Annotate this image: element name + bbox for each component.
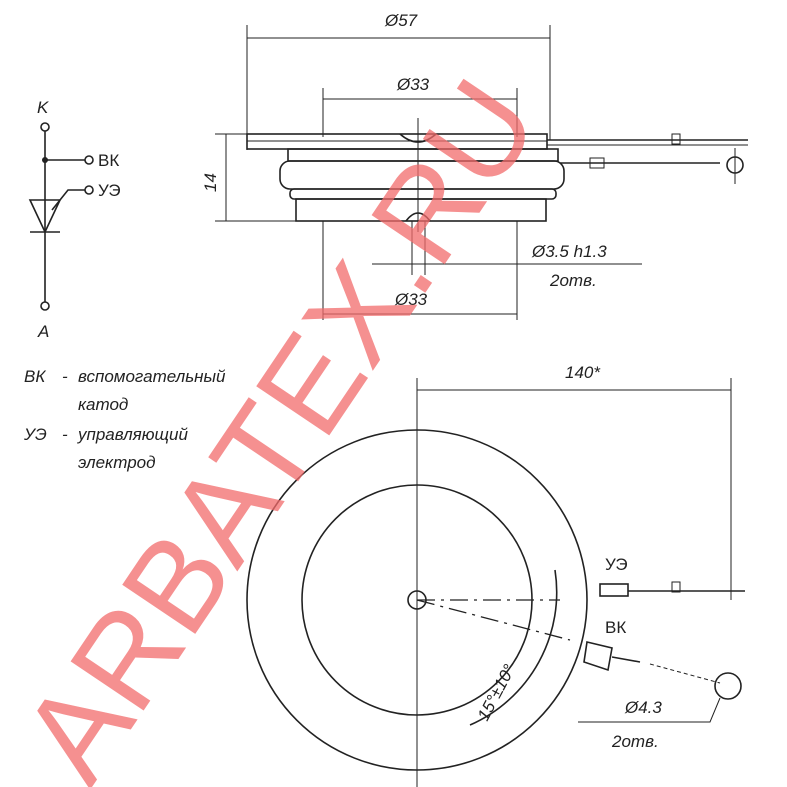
dim-height: 14 — [201, 173, 220, 192]
label-vk-top: ВК — [605, 618, 626, 637]
dim-top: Ø33 — [396, 75, 430, 94]
side-view: Ø57 Ø33 14 Ø33 Ø3.5 h1.3 2отв. — [201, 11, 748, 320]
hole-count: 2отв. — [549, 271, 597, 290]
label-ue-top: УЭ — [605, 555, 628, 574]
legend-code: УЭ — [23, 425, 47, 444]
dim-outer: Ø57 — [384, 11, 418, 30]
label-vk: ВК — [98, 151, 119, 170]
angle-label: 15°±10° — [474, 661, 519, 724]
legend-code: ВК — [24, 367, 46, 386]
label-ue: УЭ — [98, 181, 121, 200]
dim-hole: Ø3.5 h1.3 — [531, 242, 607, 261]
label-a: A — [37, 322, 49, 341]
legend: ВК - вспомогательный катод УЭ - управляю… — [23, 367, 226, 472]
legend-text: электрод — [78, 453, 156, 472]
dim-length: 140* — [565, 363, 601, 382]
thyristor-symbol: K ВК УЭ A — [28, 98, 121, 341]
dim-bottom: Ø33 — [394, 290, 428, 309]
label-k: K — [37, 98, 49, 117]
legend-sep: - — [62, 425, 68, 444]
legend-sep: - — [62, 367, 68, 386]
legend-text: вспомогательный — [78, 367, 226, 386]
legend-text: управляющий — [77, 425, 188, 444]
eye-count: 2отв. — [611, 732, 659, 751]
legend-text: катод — [78, 395, 128, 414]
dim-eye: Ø4.3 — [624, 698, 662, 717]
